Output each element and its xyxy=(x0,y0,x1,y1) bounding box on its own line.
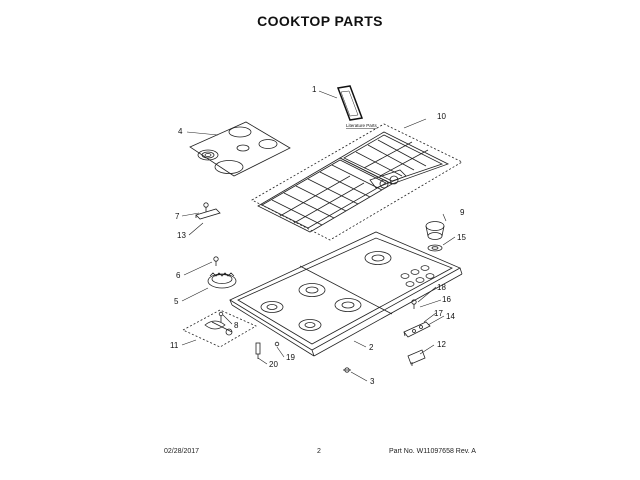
callout-14: 14 xyxy=(446,312,455,321)
callout-11: 11 xyxy=(170,341,179,350)
footer-part-number: Part No. W11097658 Rev. A xyxy=(389,448,476,455)
cooktop-screw xyxy=(343,367,351,373)
callout-1: 1 xyxy=(312,85,317,94)
callout-20: 20 xyxy=(269,360,278,369)
valve-assembly xyxy=(182,309,257,348)
callout-10: 10 xyxy=(437,112,446,121)
callout-7: 7 xyxy=(175,212,180,221)
footer-date: 02/28/2017 xyxy=(164,448,200,455)
callout-13: 13 xyxy=(177,231,186,240)
callout-5: 5 xyxy=(174,297,179,306)
footer-page-number: 2 xyxy=(317,448,321,455)
cooktop-main-tray xyxy=(229,231,463,357)
control-knob xyxy=(425,221,445,252)
page-title: COOKTOP PARTS xyxy=(257,13,383,29)
callout-17: 17 xyxy=(434,309,443,318)
callout-16: 16 xyxy=(442,295,451,304)
callout-numbers: 1 2 3 4 5 6 7 8 9 10 11 12 13 14 15 16 1… xyxy=(170,85,466,386)
callout-8: 8 xyxy=(234,321,239,330)
literature-packet xyxy=(336,85,364,121)
callout-3: 3 xyxy=(370,377,375,386)
burner-assembly xyxy=(207,256,237,289)
callout-leaders xyxy=(181,90,456,382)
callout-18: 18 xyxy=(437,283,446,292)
callout-19: 19 xyxy=(286,353,295,362)
callout-9: 9 xyxy=(460,208,465,217)
callout-6: 6 xyxy=(176,271,181,280)
cooktop-glass-top xyxy=(189,121,291,177)
mounting-bracket xyxy=(195,202,221,220)
valve-hardware xyxy=(403,299,431,366)
ignitor-electrode xyxy=(255,341,280,359)
callout-12: 12 xyxy=(437,340,446,349)
burner-grates xyxy=(251,123,463,241)
callout-2: 2 xyxy=(369,343,374,352)
callout-15: 15 xyxy=(457,233,466,242)
literature-label: Literature Parts xyxy=(346,123,378,128)
callout-4: 4 xyxy=(178,127,183,136)
